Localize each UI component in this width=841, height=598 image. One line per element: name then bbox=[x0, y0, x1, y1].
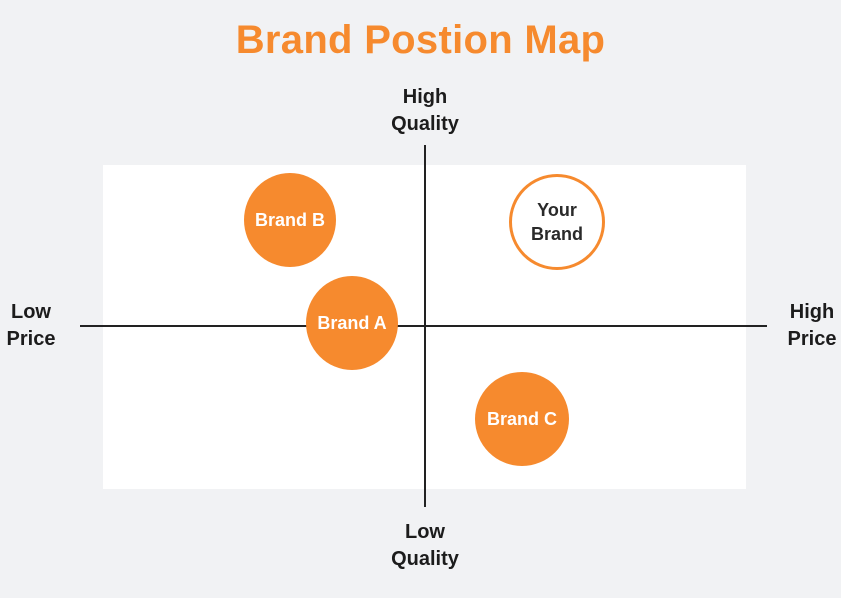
high-price-label-line1: High bbox=[789, 301, 835, 323]
high-quality-label-line2: Quality bbox=[391, 113, 459, 135]
low-price-label-line1: Low bbox=[11, 301, 51, 323]
high-quality-label: High Quality bbox=[365, 84, 485, 138]
brand-c-bubble: Brand C bbox=[475, 372, 569, 466]
low-quality-label: Low Quality bbox=[365, 519, 485, 573]
brand-a-label: Brand A bbox=[317, 313, 387, 333]
price-axis bbox=[80, 325, 767, 327]
your-brand-label-line2: Brand bbox=[530, 224, 583, 244]
page-title: Brand Postion Map bbox=[235, 18, 606, 62]
brand-b-label: Brand B bbox=[254, 210, 325, 230]
brand-b-bubble: Brand B bbox=[244, 173, 336, 267]
low-price-label: Low Price bbox=[0, 299, 62, 353]
low-quality-label-line1: Low bbox=[405, 521, 445, 543]
quality-axis bbox=[424, 145, 426, 507]
high-price-label-line2: Price bbox=[787, 328, 837, 350]
high-price-label: High Price bbox=[779, 299, 841, 353]
brand-a-bubble: Brand A bbox=[306, 276, 398, 370]
low-price-label-line2: Price bbox=[6, 328, 56, 350]
low-quality-label-line2: Quality bbox=[391, 548, 459, 570]
your-brand-bubble: Your Brand bbox=[509, 174, 605, 270]
high-quality-label-line1: High bbox=[402, 86, 448, 108]
your-brand-label-line1: Your bbox=[537, 200, 577, 220]
brand-c-label: Brand C bbox=[486, 409, 557, 429]
